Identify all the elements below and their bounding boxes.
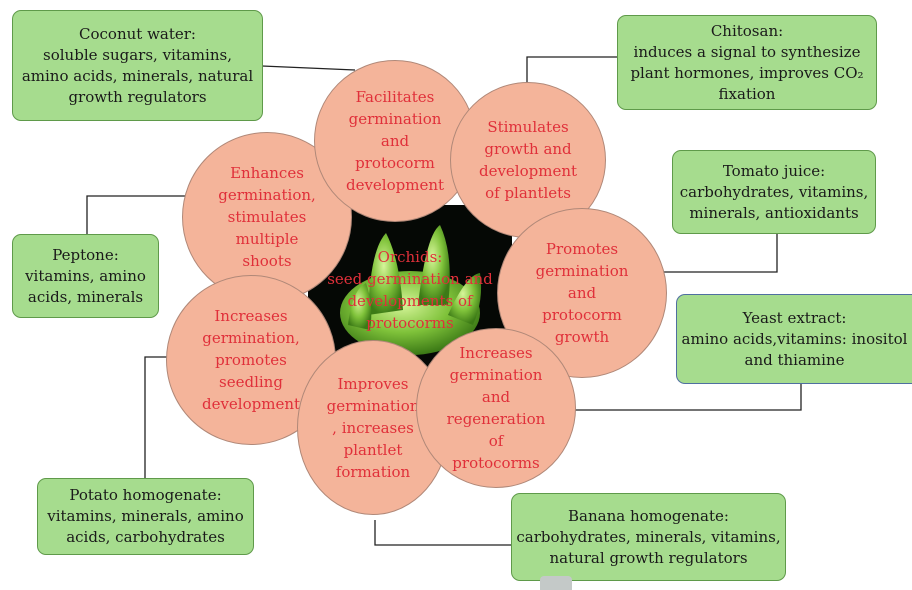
effect-line: Improves	[337, 374, 409, 393]
effect-line: protocorms	[452, 454, 540, 472]
effect-line: growth	[554, 328, 610, 346]
supplement-line: acids, carbohydrates	[66, 528, 225, 546]
supplement-line: Tomato juice:	[722, 161, 826, 180]
supplement-line: Potato homogenate:	[69, 486, 222, 504]
effect-line: development	[345, 176, 445, 194]
supplement-line: induces a signal to synthesize	[633, 42, 861, 61]
effect-line: germination	[449, 366, 543, 384]
supplement-line: plant hormones, improves CO₂	[630, 63, 864, 82]
supplement-line: and thiamine	[744, 350, 845, 369]
corner-badge	[540, 576, 572, 590]
supplement-line: amino acids, minerals, natural	[21, 66, 254, 85]
supplement-line: growth regulators	[68, 87, 207, 106]
effect-line: and	[380, 132, 410, 150]
effect-line: and	[481, 388, 511, 406]
effect-line: Increases	[459, 344, 533, 362]
supplement-line: vitamins, minerals, amino	[47, 507, 244, 525]
effect-line: protocorm	[355, 154, 435, 172]
supplement-line: fixation	[718, 84, 776, 103]
supplement-line: Peptone:	[52, 245, 119, 264]
supplement-line: amino acids,vitamins: inositol	[681, 329, 908, 348]
connector-banana-homogenate	[374, 520, 512, 546]
supplement-line: carbohydrates, vitamins,	[679, 182, 869, 201]
supplement-peptone: Peptone: vitamins, amino acids, minerals	[12, 234, 159, 318]
effect-line: germination	[348, 110, 442, 128]
center-line: protocorms	[366, 314, 454, 332]
effect-line: protocorm	[542, 306, 622, 324]
supplement-yeast-extract: Yeast extract: amino acids,vitamins: ino…	[676, 294, 912, 384]
supplement-potato-homogenate: Potato homogenate: vitamins, minerals, a…	[37, 478, 254, 555]
effect-line: Promotes	[545, 240, 619, 258]
effect-line: regeneration	[446, 410, 546, 428]
center-line: developments of	[347, 292, 473, 310]
effect-line: of	[488, 432, 504, 450]
effect-line: Stimulates	[487, 118, 569, 136]
effect-line: stimulates	[227, 208, 307, 226]
supplement-banana-homogenate: Banana homogenate: carbohydrates, minera…	[511, 493, 786, 581]
effect-line: and	[567, 284, 597, 302]
effect-increases-regeneration: Increases germination and regeneration o…	[416, 328, 576, 488]
center-line: Orchids:	[377, 248, 443, 266]
effect-line: Facilitates	[355, 88, 435, 106]
supplement-line: acids, minerals	[27, 287, 144, 306]
effect-line: shoots	[242, 252, 292, 270]
supplement-line: Chitosan:	[710, 21, 784, 40]
supplement-coconut-water: Coconut water: soluble sugars, vitamins,…	[12, 10, 263, 121]
effect-line: germination,	[218, 186, 316, 204]
supplement-line: minerals, antioxidants	[689, 203, 859, 222]
effect-line: development	[478, 162, 578, 180]
effect-line: Enhances	[230, 164, 304, 182]
effect-line: seedling	[219, 373, 283, 391]
effect-line: multiple	[235, 230, 299, 248]
supplement-line: carbohydrates, minerals, vitamins,	[516, 527, 781, 546]
effect-line: germination	[326, 396, 420, 415]
supplement-chitosan: Chitosan: induces a signal to synthesize…	[617, 15, 877, 110]
effect-enhances: Enhances germination, stimulates multipl…	[182, 132, 352, 302]
effect-line: promotes	[215, 351, 287, 369]
supplement-line: Banana homogenate:	[568, 506, 729, 525]
supplement-line: natural growth regulators	[549, 548, 748, 567]
effect-line: , increases	[332, 418, 414, 437]
effect-facilitates: Facilitates germination and protocorm de…	[314, 60, 476, 222]
effect-promotes: Promotes germination and protocorm growt…	[497, 208, 667, 378]
supplement-line: Coconut water:	[79, 24, 196, 43]
effect-improves: Improves germination , increases plantle…	[297, 340, 449, 515]
connector-coconut-water	[261, 65, 356, 71]
supplement-tomato-juice: Tomato juice: carbohydrates, vitamins, m…	[672, 150, 876, 234]
effect-line: growth and	[484, 140, 572, 158]
effect-line: of plantlets	[485, 184, 571, 202]
center-label: Orchids: seed germination and developmen…	[308, 205, 512, 375]
connector-tomato-juice	[662, 233, 778, 273]
supplement-line: soluble sugars, vitamins,	[43, 45, 232, 64]
connector-yeast-extract	[565, 383, 802, 411]
effect-line: formation	[335, 462, 411, 481]
supplement-line: vitamins, amino	[25, 266, 146, 285]
effect-line: germination,	[202, 329, 300, 347]
connector-peptone	[86, 195, 185, 235]
effect-line: plantlet	[343, 440, 403, 459]
center-line: seed germination and	[327, 270, 493, 288]
connector-potato-homogenate	[144, 356, 170, 478]
effect-line: development	[201, 395, 301, 413]
effect-line: Increases	[214, 307, 288, 325]
supplement-line: Yeast extract:	[742, 308, 847, 327]
effect-line: germination	[535, 262, 629, 280]
